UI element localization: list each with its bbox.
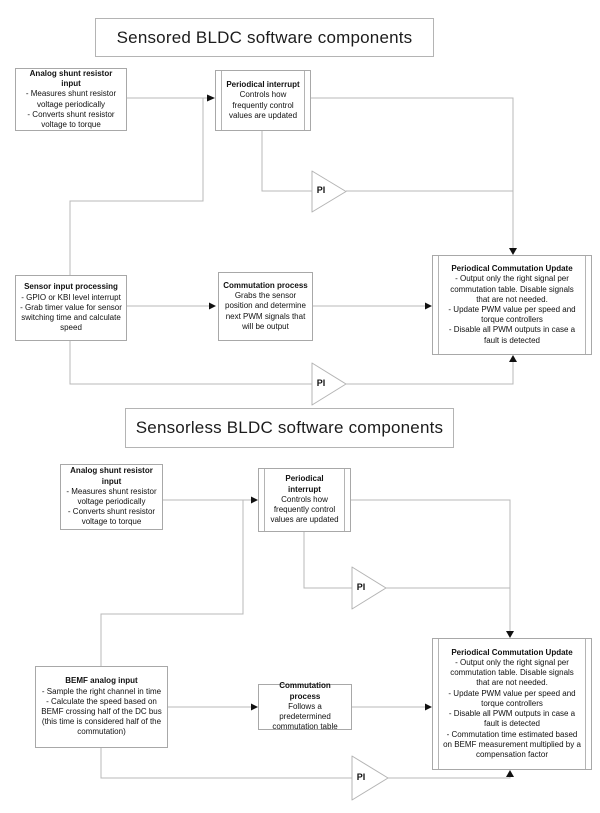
box-text: - Output only the right signal per commu… [450, 274, 574, 304]
section-title-text: Sensorless BLDC software components [135, 418, 444, 437]
connector-interrupt1-to-update1 [311, 97, 514, 249]
section-title-sensorless: Sensorless BLDC software components [125, 408, 454, 448]
box-title: BEMF analog input [65, 676, 138, 686]
box-title: Periodical Commutation Update [451, 264, 573, 274]
box-title: Analog shunt resistor input [29, 68, 113, 89]
arrowhead-into-update2-left [425, 703, 432, 711]
box-text: - Calculate the speed based on BEMF cros… [41, 696, 162, 737]
pi-controller-label: PI [316, 378, 326, 388]
arrowhead-into-update1-top [509, 248, 517, 255]
arrowhead-into-interrupt1 [207, 94, 215, 102]
connector-pi4-to-update2 [388, 776, 511, 779]
box-commutation-process: Commutation process Grabs the sensor pos… [218, 272, 313, 341]
arrowheads [207, 94, 517, 777]
box-text: - Converts shunt resistor voltage to tor… [27, 109, 115, 129]
box-text: Follows a predetermined commutation tabl… [272, 701, 338, 732]
box-title: Commutation process [279, 681, 331, 701]
box-text: - Grab timer value for sensor switching … [20, 302, 122, 333]
box-analog-shunt-resistor-input: Analog shunt resistor input - Measures s… [60, 464, 163, 530]
box-title: Analog shunt resistor input [70, 466, 153, 486]
box-periodical-commutation-update: Periodical Commutation Update - Output o… [432, 255, 592, 355]
connector-branch-to-bemf [100, 500, 244, 666]
arrowhead-into-interrupt2 [251, 496, 258, 504]
box-text: - Measures shunt resistor voltage period… [25, 89, 117, 109]
box-text: - Disable all PWM outputs in case a faul… [448, 709, 576, 729]
pi-controller-label: PI [356, 772, 366, 782]
box-analog-shunt-resistor-input: Analog shunt resistor input - Measures s… [15, 68, 127, 131]
arrowhead-into-commutation2 [251, 703, 258, 711]
box-text: - Disable all PWM outputs in case a faul… [448, 325, 576, 345]
box-title: Sensor input processing [24, 282, 118, 292]
box-periodical-interrupt: Periodical interrupt Controls how freque… [215, 70, 311, 131]
connector-bemf-to-pi4 [100, 748, 352, 779]
box-text: - GPIO or KBI level interrupt [21, 292, 121, 302]
pi-controller-label: PI [316, 185, 326, 195]
arrowhead-into-update2-top [506, 631, 514, 638]
arrowhead-into-update2-bottom [506, 770, 514, 777]
box-text: Grabs the sensor position and determine … [225, 291, 306, 331]
connector-pi2-to-update1 [346, 362, 514, 385]
box-text: - Converts shunt resistor voltage to tor… [67, 507, 156, 527]
arrowhead-into-update1-left [425, 302, 432, 310]
box-title: Commutation process [223, 280, 308, 290]
connector-branch-to-sensor-input [69, 98, 204, 275]
box-text: - Commutation time estimated based on BE… [443, 729, 581, 760]
pi-controller-triangle-4 [351, 755, 389, 801]
box-text: Controls how frequently control values a… [228, 90, 298, 120]
section-title-text: Sensored BLDC software components [116, 27, 413, 47]
pi-controller-label: PI [356, 582, 366, 592]
box-text: Controls how frequently control values a… [270, 494, 339, 525]
box-text: - Sample the right channel in time [41, 686, 162, 696]
connector-interrupt2-to-pi3 [303, 532, 352, 589]
box-commutation-process: Commutation process Follows a predetermi… [258, 681, 352, 732]
box-text: - Update PWM value per speed and torque … [448, 305, 576, 325]
section-title-sensored: Sensored BLDC software components [95, 18, 434, 57]
box-text: - Measures shunt resistor voltage period… [66, 486, 157, 506]
box-bemf-analog-input: BEMF analog input - Sample the right cha… [35, 666, 168, 748]
pi-controller-triangle-1 [311, 170, 347, 213]
box-title: Periodical interrupt [226, 80, 300, 90]
box-periodical-commutation-update: Periodical Commutation Update - Output o… [432, 638, 592, 770]
connector-sensor-to-pi2 [69, 341, 312, 385]
pi-controller-triangle-3 [351, 566, 387, 610]
arrowhead-into-commutation1 [209, 302, 216, 310]
connector-interrupt2-to-update2 [351, 499, 511, 632]
box-text: - Output only the right signal per commu… [450, 657, 574, 688]
box-periodical-interrupt: Periodical interrupt Controls how freque… [258, 468, 351, 532]
box-sensor-input-processing: Sensor input processing - GPIO or KBI le… [15, 275, 127, 341]
pi-controller-triangle-2 [311, 362, 347, 406]
box-text: - Update PWM value per speed and torque … [448, 688, 576, 708]
box-title: Periodical interrupt [285, 474, 324, 494]
box-title: Periodical Commutation Update [451, 647, 573, 657]
connector-interrupt1-to-pi1 [261, 131, 312, 192]
arrowhead-into-update1-bottom [509, 355, 517, 362]
